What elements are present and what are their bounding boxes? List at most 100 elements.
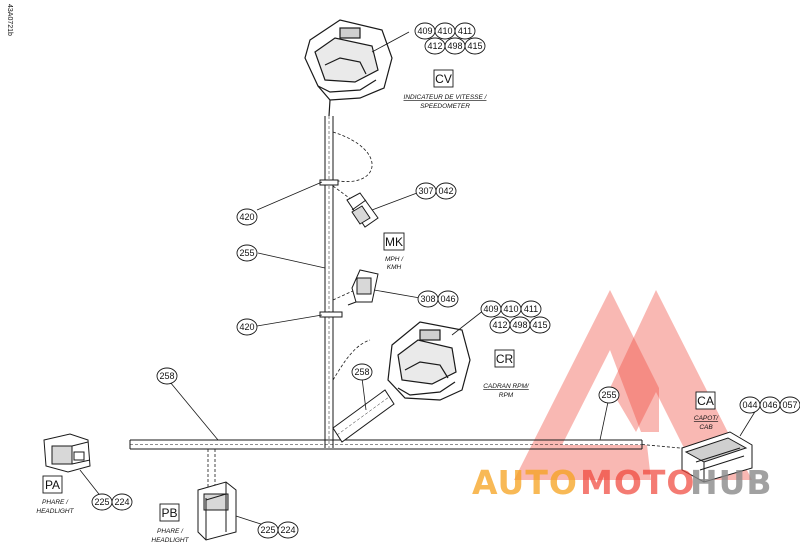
callout-042: 042 [435,182,457,200]
mph-kmh-connector-upper [346,192,379,228]
callout-415-cr: 415 [529,316,551,334]
callout-text: 044 [742,400,757,410]
harness-clip-lower [319,311,343,318]
component-label: PHARE / [157,528,184,535]
callout-text: 046 [440,294,455,304]
callout-text: 498 [512,320,527,330]
callout-text: 255 [601,390,616,400]
component-mk: MK MPH / KMH [383,232,405,271]
watermark-text: AUTO MOTO HUB [472,463,773,502]
callout-308: 308 [417,290,439,308]
callout-410: 410 [434,22,456,40]
callout-258-left: 258 [156,367,178,385]
callout-415: 415 [464,37,486,55]
callout-498-cr: 498 [509,316,531,334]
watermark-logo [514,290,752,480]
callout-text: 046 [762,400,777,410]
drawing-code: 43A0721b [6,4,13,36]
callout-text: 258 [354,367,369,377]
component-cr: CR CADRAN RPM/ RPM [483,349,530,399]
wire-loops [332,131,373,381]
vertical-harness [324,116,334,448]
watermark-text-moto: MOTO [580,463,695,502]
callout-046-ca: 046 [759,396,781,414]
component-code: PB [161,506,177,520]
callout-409-cr: 409 [480,300,502,318]
headlight-connector-pb [197,481,237,541]
callout-307: 307 [415,182,437,200]
headlight-connector-pa [43,433,91,473]
callout-text: 225 [94,497,109,507]
callout-text: 307 [418,186,433,196]
component-ca: CA CAPOT/ CAB [694,391,719,431]
component-pb: PB PHARE / HEADLIGHT [151,503,190,544]
speedometer-connector [304,19,393,117]
callout-text: 057 [782,400,797,410]
callout-text: 258 [159,371,174,381]
callout-410-cr: 410 [500,300,522,318]
component-label: KMH [387,264,402,271]
callout-046-kmh: 046 [437,290,459,308]
leader-lines [79,31,757,528]
callout-text: 409 [417,26,432,36]
callout-057: 057 [779,396,800,414]
component-label: CAPOT/ [694,415,719,422]
watermark-text-hub: HUB [690,463,773,502]
callout-420-upper: 420 [236,208,258,226]
callout-text: 308 [420,294,435,304]
component-code: CA [697,394,714,408]
pb-branch-harness [207,449,216,488]
callout-text: 409 [483,304,498,314]
callout-text: 415 [467,41,482,51]
watermark-text-auto: AUTO [472,463,578,502]
callout-text: 412 [427,41,442,51]
callout-224-pb: 224 [277,521,299,539]
component-label: PHARE / [42,499,69,506]
callout-412: 412 [424,37,446,55]
callout-411: 411 [454,22,476,40]
callout-420-lower: 420 [236,318,258,336]
component-code: CV [435,72,452,86]
callout-225-pa: 225 [91,493,113,511]
component-cv: CV INDICATEUR DE VITESSE / SPEEDOMETER [404,69,488,110]
rpm-gauge-connector [387,321,471,401]
callout-text: 420 [239,322,254,332]
component-code: MK [385,235,403,249]
callout-text: 498 [447,41,462,51]
callout-text: 420 [239,212,254,222]
callout-411-cr: 411 [520,300,542,318]
callout-044: 044 [739,396,761,414]
component-code: CR [496,352,514,366]
callout-text: 255 [239,248,254,258]
component-label: MPH / [385,256,404,263]
callout-text: 225 [260,525,275,535]
callout-text: 042 [438,186,453,196]
component-label: SPEEDOMETER [420,103,470,110]
mph-kmh-connector-lower [347,269,379,306]
callout-text: 411 [524,304,538,314]
callout-255-right: 255 [598,386,620,404]
callout-412-cr: 412 [489,316,511,334]
component-pa: PA PHARE / HEADLIGHT [36,475,75,515]
component-label: RPM [499,392,514,399]
component-code: PA [45,478,60,492]
component-label: INDICATEUR DE VITESSE / [404,94,488,101]
callout-225-pb: 225 [257,521,279,539]
callout-text: 411 [458,26,472,36]
callout-255-main: 255 [236,244,258,262]
callouts: 409 410 411 412 498 415 307 042 420 255 … [91,22,800,539]
callout-409: 409 [414,22,436,40]
callout-text: 410 [503,304,518,314]
cab-connector [681,431,753,483]
callout-text: 410 [437,26,452,36]
cr-branch-sleeve [332,389,395,443]
component-label: CADRAN RPM/ [483,383,530,390]
callout-text: 415 [532,320,547,330]
callout-224-pa: 224 [111,493,133,511]
callout-text: 224 [114,497,129,507]
component-label: HEADLIGHT [36,508,74,515]
callout-498: 498 [444,37,466,55]
component-label: CAB [699,424,713,431]
harness-clip-upper [319,179,339,186]
